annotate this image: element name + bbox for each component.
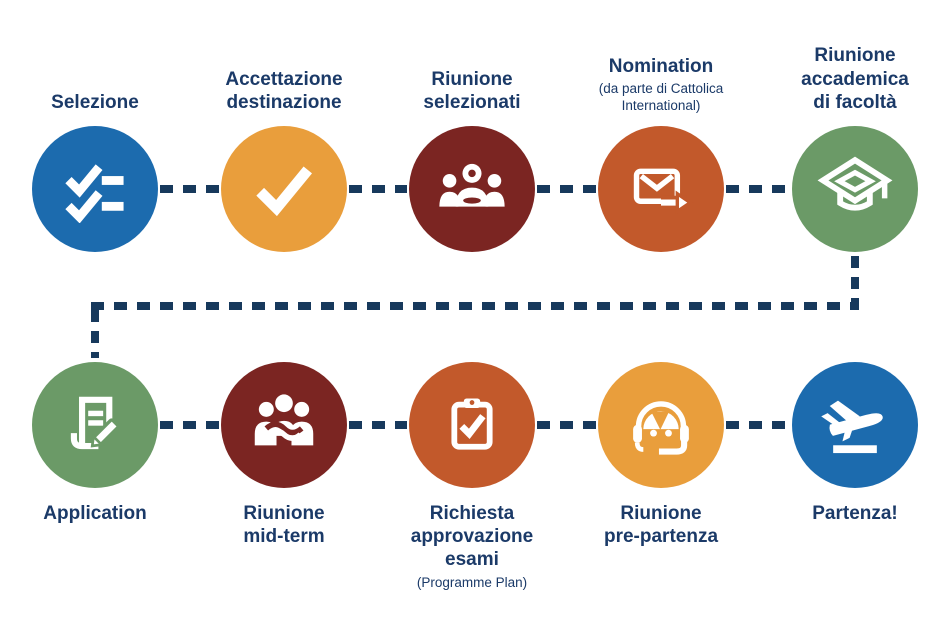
connector-top-2-3 bbox=[349, 185, 407, 193]
handshake-group-icon bbox=[254, 394, 314, 446]
connector-bottom-9-10 bbox=[726, 421, 790, 429]
step-label-riunione-mid-term: Riunione mid-term bbox=[189, 502, 379, 548]
step-circle-riunione-pre-partenza bbox=[598, 362, 724, 488]
graduation-cap-icon bbox=[817, 156, 893, 211]
step-title: Application bbox=[43, 503, 147, 524]
connector-bottom-6-7 bbox=[160, 421, 219, 429]
step-circle-riunione-accademica bbox=[792, 126, 918, 252]
plane-takeoff-icon bbox=[821, 400, 883, 454]
step-label-nomination: Nomination (da parte di Cattolica Intern… bbox=[566, 0, 756, 114]
step-label-selezione: Selezione bbox=[0, 0, 190, 114]
step-title: Riunione mid-term bbox=[243, 503, 325, 548]
connector-bottom-8-9 bbox=[537, 421, 596, 429]
envelope-forward-icon bbox=[633, 168, 694, 215]
step-circle-accettazione-destinazione bbox=[221, 126, 347, 252]
step-subtitle: (Programme Plan) bbox=[416, 574, 528, 590]
step-title: Riunione pre-partenza bbox=[603, 503, 719, 548]
check-icon bbox=[256, 166, 313, 217]
connector-top-4-5 bbox=[726, 185, 790, 193]
step-title: Partenza! bbox=[812, 503, 898, 524]
connector-top-3-4 bbox=[537, 185, 596, 193]
step-circle-richiesta-approvazione-esami bbox=[409, 362, 535, 488]
connector-bottom-7-8 bbox=[349, 421, 407, 429]
step-circle-riunione-mid-term bbox=[221, 362, 347, 488]
group-icon bbox=[439, 163, 505, 207]
step-label-accettazione-destinazione: Accettazione destinazione bbox=[189, 0, 379, 114]
headset-icon bbox=[633, 401, 689, 455]
step-circle-selezione bbox=[32, 126, 158, 252]
step-title: Nomination bbox=[608, 55, 714, 77]
step-circle-riunione-selezionati bbox=[409, 126, 535, 252]
step-circle-nomination bbox=[598, 126, 724, 252]
checklist-icon bbox=[65, 164, 124, 223]
clipboard-check-icon bbox=[451, 398, 493, 450]
step-circle-application bbox=[32, 362, 158, 488]
step-label-richiesta-approvazione-esami: Richiesta approvazione esami (Programme … bbox=[377, 502, 567, 591]
connector-return-down-left bbox=[91, 310, 99, 358]
step-subtitle: (da parte di Cattolica International) bbox=[598, 81, 724, 113]
step-label-riunione-selezionati: Riunione selezionati bbox=[377, 0, 567, 114]
step-title: Accettazione destinazione bbox=[225, 68, 343, 113]
step-label-riunione-pre-partenza: Riunione pre-partenza bbox=[566, 502, 756, 548]
step-circle-partenza bbox=[792, 362, 918, 488]
connector-return-down-right bbox=[851, 256, 859, 302]
step-label-riunione-accademica: Riunione accademica di facoltà bbox=[760, 0, 950, 114]
document-pencil-icon bbox=[70, 396, 120, 450]
connector-top-1-2 bbox=[160, 185, 219, 193]
connector-return-horizontal bbox=[91, 302, 859, 310]
step-title: Riunione accademica di facoltà bbox=[801, 45, 909, 113]
step-label-partenza: Partenza! bbox=[760, 502, 950, 525]
step-label-application: Application bbox=[0, 502, 190, 525]
step-title: Richiesta approvazione esami bbox=[410, 503, 534, 571]
step-title: Selezione bbox=[51, 91, 139, 113]
step-title: Riunione selezionati bbox=[423, 68, 521, 113]
